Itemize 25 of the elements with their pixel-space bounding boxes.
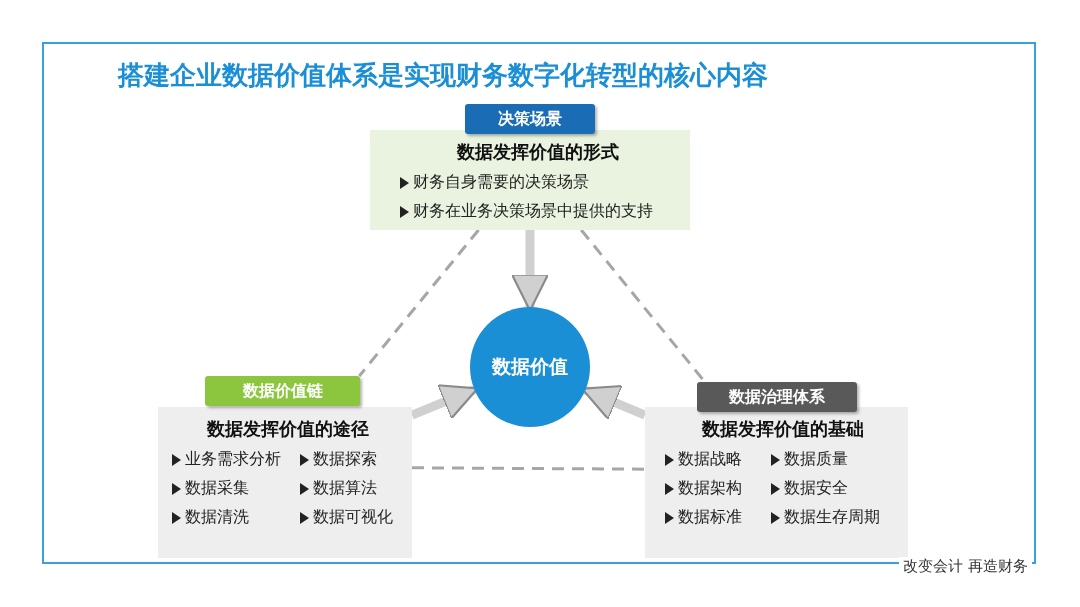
list-item: 数据质量 [783, 449, 848, 470]
list-item: 数据架构 [678, 478, 742, 499]
list-item: 财务自身需要的决策场景 [413, 172, 589, 193]
header-tab: 数据价值链 [205, 376, 360, 406]
list-item: 数据标准 [678, 507, 742, 528]
list-item: 数据安全 [783, 478, 848, 499]
list-item: 数据探索 [313, 449, 377, 470]
header-tab: 数据治理体系 [697, 382, 857, 412]
list-item: 数据采集 [185, 478, 249, 499]
slide-title: 搭建企业数据价值体系是实现财务数字化转型的核心内容 [118, 59, 768, 92]
list-item: 数据算法 [313, 478, 377, 499]
list-item: 数据可视化 [313, 507, 393, 528]
list-item: 财务在业务决策场景中提供的支持 [413, 201, 653, 222]
panel-heading: 数据发挥价值的形式 [456, 140, 620, 164]
dashed-connector [412, 466, 645, 471]
list-item: 业务需求分析 [185, 449, 281, 470]
panel-heading: 数据发挥价值的基础 [700, 417, 865, 441]
list-item: 数据清洗 [185, 507, 249, 528]
panel-heading: 数据发挥价值的途径 [206, 417, 370, 441]
dashed-connector [358, 229, 480, 377]
list-item: 数据生存周期 [783, 507, 880, 528]
list-item: 数据战略 [678, 449, 742, 470]
header-tab: 决策场景 [465, 104, 595, 134]
circle-label: 数据价值 [492, 354, 568, 379]
slogan-text: 改变会计 再造财务 [899, 557, 1032, 576]
